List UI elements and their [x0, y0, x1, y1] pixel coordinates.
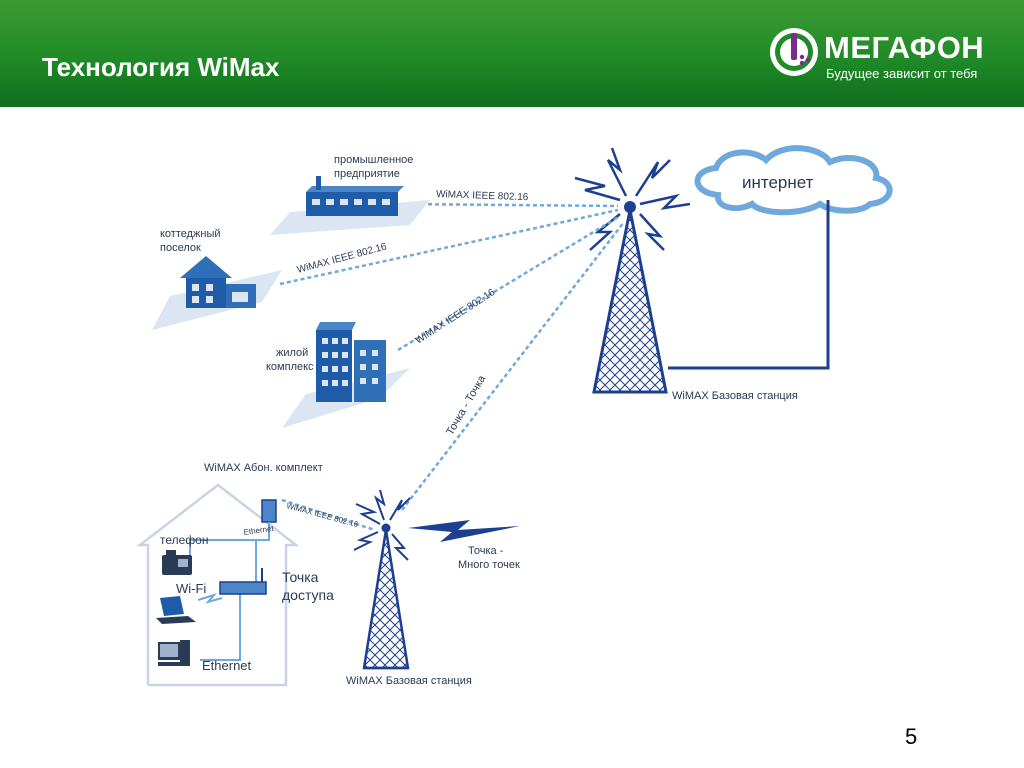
phone-icon — [162, 550, 192, 575]
page-number: 5 — [905, 724, 918, 749]
access-point-label-line1: Точка — [282, 569, 319, 585]
link-label-subscriber: WiMAX IEEE 802.16 — [285, 501, 359, 529]
industrial-enterprise — [270, 176, 430, 235]
internet-label: интернет — [742, 173, 814, 192]
wifi-label: Wi-Fi — [176, 581, 206, 596]
access-point-label-line2: доступа — [282, 587, 334, 603]
second-station-label: WiMAX Базовая станция — [346, 675, 472, 687]
slide-title: Технология WiMax — [42, 52, 280, 82]
link-label-p2p: Точка - Точка — [444, 373, 488, 438]
megafon-logo-icon — [770, 28, 818, 76]
ethernet-label: Ethernet — [202, 658, 252, 673]
link-label-industrial: WiMAX IEEE 802.16 — [436, 189, 529, 203]
cottage-label-line2: поселок — [160, 242, 201, 254]
desktop-pc-icon — [158, 640, 190, 666]
internet-cloud: интернет — [694, 145, 893, 216]
laptop-icon — [156, 596, 196, 624]
internet-wire — [668, 200, 830, 370]
subscriber-kit-label: WiMAX Абон. комплект — [204, 462, 323, 474]
main-base-station-tower — [574, 147, 691, 394]
logo-name: МЕГАФОН — [824, 30, 985, 65]
ethernet-small-label: Ethernet — [243, 524, 275, 537]
p2mp-label-line1: Точка - — [468, 545, 504, 557]
industrial-label-line2: предприятие — [334, 168, 400, 180]
wifi-signal-icon — [197, 593, 223, 604]
cottage-village — [152, 256, 282, 330]
link-label-residential: WiMAX IEEE 802.16 — [414, 287, 498, 347]
industrial-label-line1: промышленное — [334, 154, 413, 166]
residential-label-line1: жилой — [276, 347, 308, 359]
subscriber-cpe-device — [261, 499, 277, 523]
access-point-router-icon — [219, 568, 267, 595]
cottage-label-line1: коттеджный — [160, 228, 221, 240]
residential-label-line2: комплекс — [266, 361, 314, 373]
wireless-links — [279, 202, 625, 532]
subscriber-house — [136, 483, 300, 687]
megafon-logo: МЕГАФОН Будущее зависит от тебя — [768, 24, 1000, 84]
slide-header: Технология WiMax МЕГАФОН Будущее зависит… — [0, 0, 1024, 107]
residential-complex — [282, 322, 410, 428]
main-station-label: WiMAX Базовая станция — [672, 390, 798, 402]
p2mp-label-line2: Много точек — [458, 559, 520, 571]
lightning-bolt-icon — [408, 520, 520, 542]
phone-label: телефон — [160, 533, 209, 547]
second-base-station-tower — [353, 489, 520, 670]
wimax-diagram: интернет WiMAX Базовая станция WiMAX IEE… — [136, 145, 893, 687]
logo-tagline: Будущее зависит от тебя — [826, 66, 978, 81]
